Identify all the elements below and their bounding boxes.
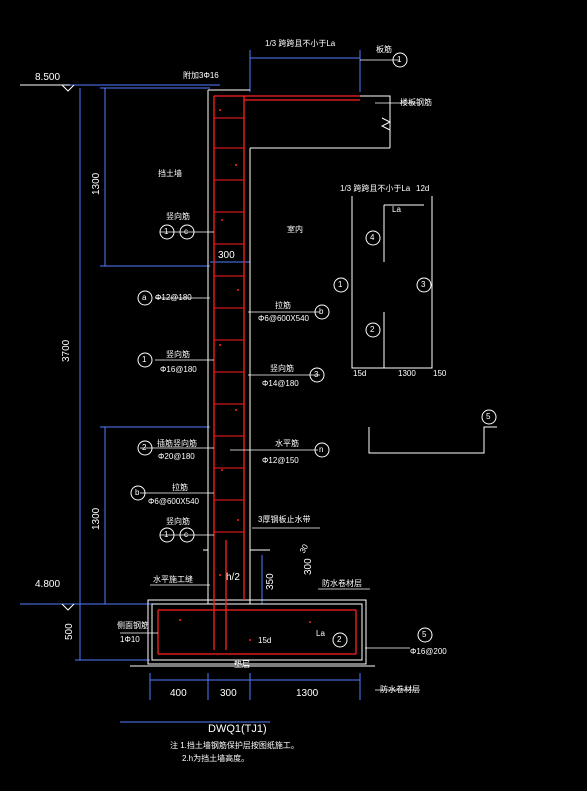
label-side-bar: 侧面钢筋 — [117, 621, 149, 630]
dim-left-total: 3700 — [61, 339, 72, 362]
label-tie-bar: 拉筋 — [275, 301, 291, 310]
dimension-lines — [20, 50, 361, 723]
label-tie-bar-2: 拉筋 — [172, 483, 188, 492]
dim-bottom-right: 1300 — [296, 688, 319, 699]
dim-left-upper: 1300 — [91, 172, 102, 195]
drawing-title: DWQ1(TJ1) — [208, 723, 267, 735]
callout-n: n — [319, 445, 324, 454]
callout-2a: 2 — [142, 443, 147, 452]
label-tie-bar-spec-2: Φ6@600X540 — [148, 497, 199, 506]
label-footing-bar-spec: Φ16@200 — [410, 647, 447, 656]
label-room-side: 室内 — [287, 225, 303, 234]
label-vertical-bar-2: 竖向筋 — [166, 350, 190, 359]
label-tie-bar-spec: Φ6@600X540 — [258, 314, 309, 323]
note-1: 注 1.挡土墙钢筋保护层按图纸施工。 — [170, 741, 299, 750]
callout-c-2: c — [184, 530, 188, 539]
hatch — [179, 109, 311, 641]
dim-half-h: h/2 — [226, 572, 240, 583]
dim-wall-thickness: 300 — [218, 250, 235, 261]
note-2: 2.h为挡土墙高度。 — [182, 754, 250, 763]
label-base-vertical: 插筋竖向筋 — [157, 439, 197, 448]
label-vertical-bar-4: 竖向筋 — [166, 517, 190, 526]
label-soil-side: 挡土墙 — [158, 169, 182, 178]
label-top-lap: 1/3 跨跨且不小于La — [265, 39, 336, 48]
label-horizontal-spec: Φ12@150 — [262, 456, 299, 465]
label-base-vert-spec: Φ20@180 — [158, 452, 195, 461]
callout-a-1: a — [142, 293, 147, 302]
label-slab-side: 楼板钢筋 — [400, 98, 432, 107]
callout-1c: 1 — [164, 530, 169, 539]
leader-lines — [120, 59, 420, 691]
detail-1300: 1300 — [398, 369, 416, 378]
detail-12d: 12d — [416, 184, 430, 193]
callout-1b: 1 — [142, 355, 147, 364]
callout-4: 4 — [370, 233, 375, 242]
detail-top-label: 1/3 跨跨且不小于La — [340, 184, 411, 193]
elevation-bottom: 4.800 — [35, 579, 61, 590]
label-waterproof-top: 防水卷材层 — [322, 579, 362, 588]
dim-bottom-left: 400 — [170, 688, 187, 699]
callout-3a: 3 — [314, 370, 319, 379]
label-vertical-bar-3: 竖向筋 — [270, 364, 294, 373]
dim-lap-la: La — [316, 629, 325, 638]
dim-waterstop-h: 350 — [265, 573, 276, 590]
label-cushion: 垫层 — [234, 660, 250, 669]
dim-left-base: 500 — [64, 623, 75, 640]
elevation-markers — [20, 84, 75, 611]
callout-b-2: b — [135, 488, 140, 497]
detail-15d: 15d — [353, 369, 367, 378]
detail-150: 150 — [433, 369, 447, 378]
label-vert-spec-2: Φ16@180 — [160, 365, 197, 374]
callout-c-1: c — [184, 227, 188, 236]
label-vert-spec-1: Φ12@180 — [155, 293, 192, 302]
label-slab-tag: 板筋 — [376, 45, 392, 54]
callout-2c: 2 — [337, 635, 342, 644]
elevation-top: 8.500 — [35, 72, 61, 83]
callout-3b: 3 — [421, 280, 426, 289]
label-waterproof-bottom: 防水卷材层 — [380, 685, 420, 694]
label-waterstop: 3厚钢板止水带 — [258, 515, 311, 524]
callout-circles — [130, 52, 497, 648]
label-vertical-bar-1: 竖向筋 — [166, 212, 190, 221]
callout-2b: 2 — [370, 325, 375, 334]
callout-5b: 5 — [422, 630, 427, 639]
callout-b-1: b — [319, 307, 324, 316]
label-construction-joint: 水平施工缝 — [153, 575, 193, 584]
dim-lap-15d: 15d — [258, 636, 272, 645]
dim-left-lower: 1300 — [91, 507, 102, 530]
detail-la: La — [392, 205, 401, 214]
callout-1a: 1 — [164, 227, 169, 236]
label-top-bar: 附加3Φ16 — [183, 71, 219, 80]
dim-mark-300: 300 — [303, 558, 314, 575]
label-vert-spec-3: Φ14@180 — [262, 379, 299, 388]
label-side-bar-spec: 1Φ10 — [120, 635, 140, 644]
callout-1e: 1 — [338, 280, 343, 289]
detail-rebar — [351, 196, 497, 454]
dim-bottom-mid: 300 — [220, 688, 237, 699]
wall-outline — [130, 89, 392, 667]
label-horizontal-bar: 水平筋 — [275, 439, 299, 448]
stirrups — [214, 117, 244, 533]
callout-5a: 5 — [486, 412, 491, 421]
callout-1d: 1 — [397, 55, 402, 64]
